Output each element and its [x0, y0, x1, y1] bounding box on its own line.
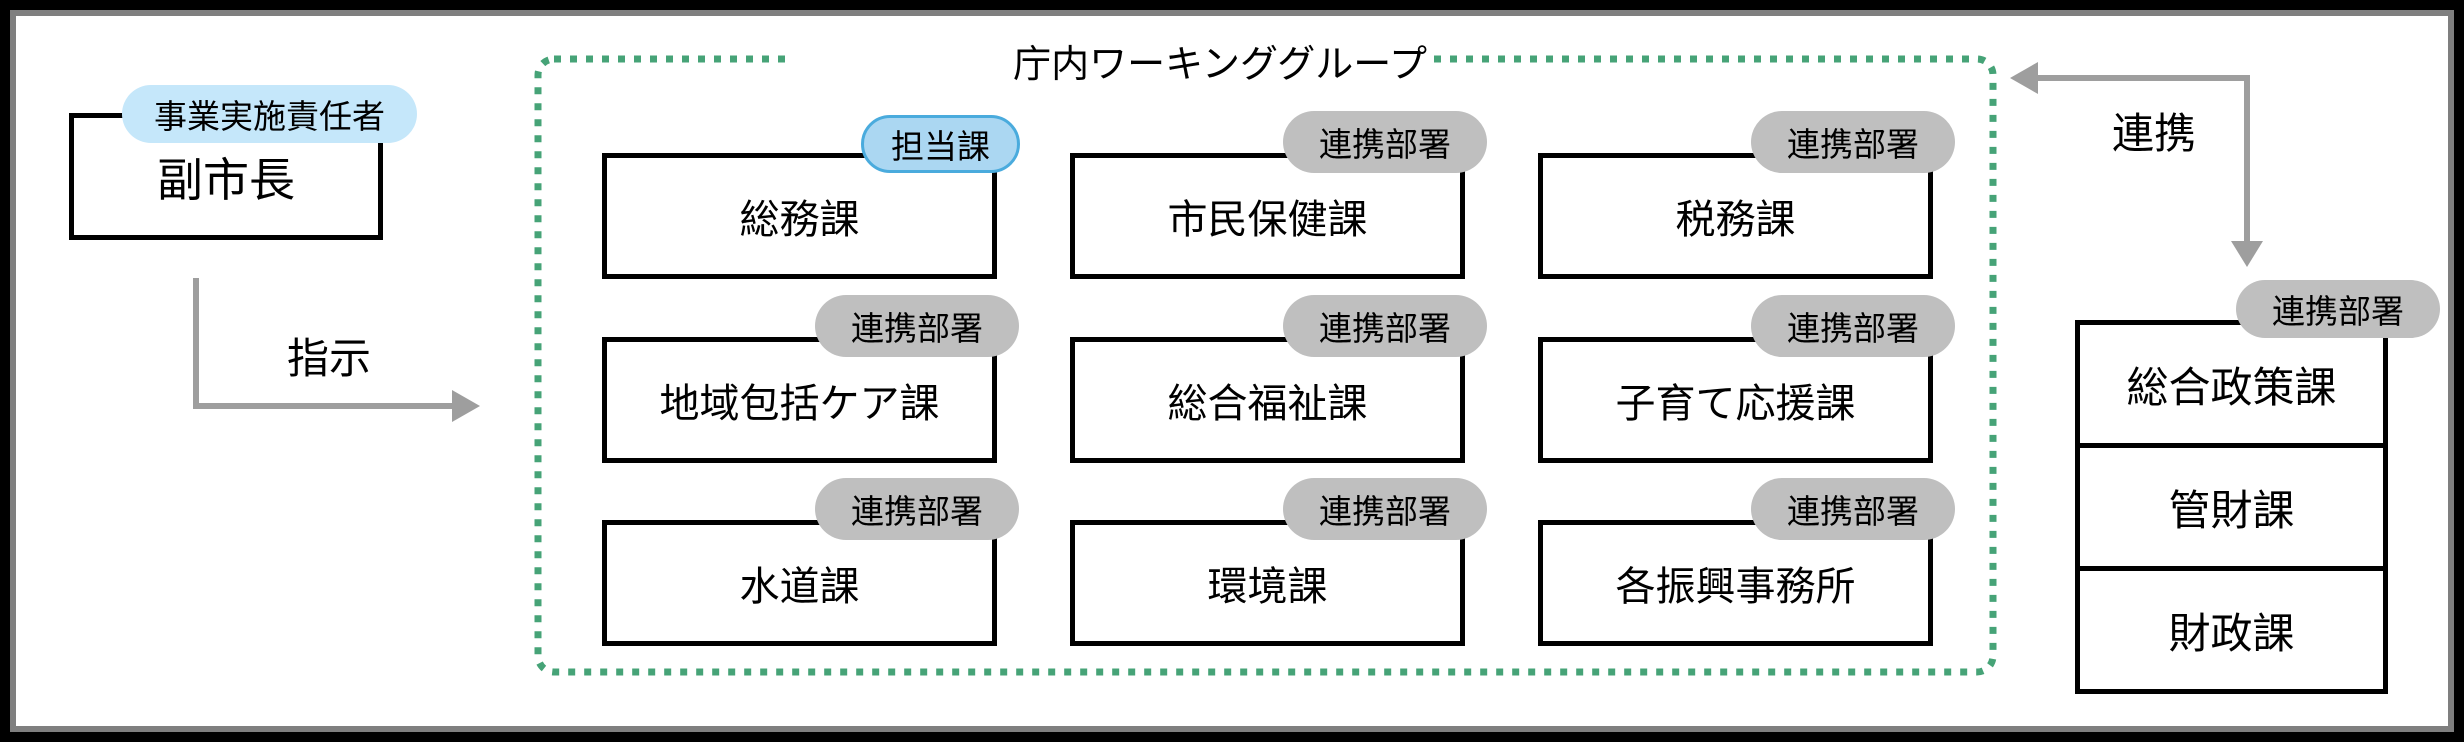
cooperating-dept-badge: 連携部署 — [815, 478, 1019, 540]
ext-box-zaisei: 財政課 — [2075, 566, 2388, 694]
ext-box-kanzai: 管財課 — [2075, 443, 2388, 571]
instruction-label: 指示 — [287, 335, 372, 382]
working-group-dotted-border — [534, 55, 1997, 676]
deputy-mayor-label: 副市長 — [157, 153, 295, 206]
dept-box-kankyou: 連携部署 環境課 — [1070, 478, 1487, 646]
external-departments-stack: 総合政策課 管財課 財政課 — [2075, 320, 2388, 694]
cooperation-arrow-line — [2036, 75, 2250, 241]
working-group-title: 庁内ワーキンググループ — [1013, 44, 1427, 86]
dept-box-shimin-hoken: 連携部署 市民保健課 — [1070, 111, 1487, 279]
cooperating-dept-badge: 連携部署 — [1751, 111, 1955, 173]
external-cooperating-dept-badge: 連携部署 — [2236, 280, 2440, 338]
dept-box-kaku-shinkou-jimusho: 連携部署 各振興事務所 — [1538, 478, 1955, 646]
executive-responsible-badge: 事業実施責任者 — [122, 85, 417, 143]
dept-box-sougou-fukushi: 連携部署 総合福祉課 — [1070, 295, 1487, 463]
instruction-arrowhead-right-icon — [452, 390, 480, 422]
dept-box-suidou: 連携部署 水道課 — [602, 478, 1019, 646]
cooperating-dept-badge: 連携部署 — [1283, 111, 1487, 173]
dept-box-kosodate-ouen: 連携部署 子育て応援課 — [1538, 295, 1955, 463]
cooperation-label: 連携 — [2112, 110, 2197, 157]
cooperating-dept-badge: 連携部署 — [1283, 478, 1487, 540]
ext-box-sougou-seisaku: 総合政策課 — [2075, 320, 2388, 448]
cooperating-dept-badge: 連携部署 — [815, 295, 1019, 357]
cooperation-arrowhead-left-icon — [2010, 62, 2038, 94]
cooperating-dept-badge: 連携部署 — [1751, 295, 1955, 357]
dept-box-chiiki-hokatsu-care: 連携部署 地域包括ケア課 — [602, 295, 1019, 463]
working-group-title-gap: 庁内ワーキンググループ — [786, 33, 1433, 88]
instruction-arrow-line — [193, 278, 452, 409]
cooperating-dept-badge: 連携部署 — [1751, 478, 1955, 540]
cooperating-dept-badge: 連携部署 — [1283, 295, 1487, 357]
lead-division-badge: 担当課 — [861, 115, 1020, 173]
dept-box-zeimu: 連携部署 税務課 — [1538, 111, 1955, 279]
dept-box-soumu: 担当課 総務課 — [602, 115, 1020, 279]
cooperation-arrowhead-down-icon — [2231, 241, 2263, 267]
